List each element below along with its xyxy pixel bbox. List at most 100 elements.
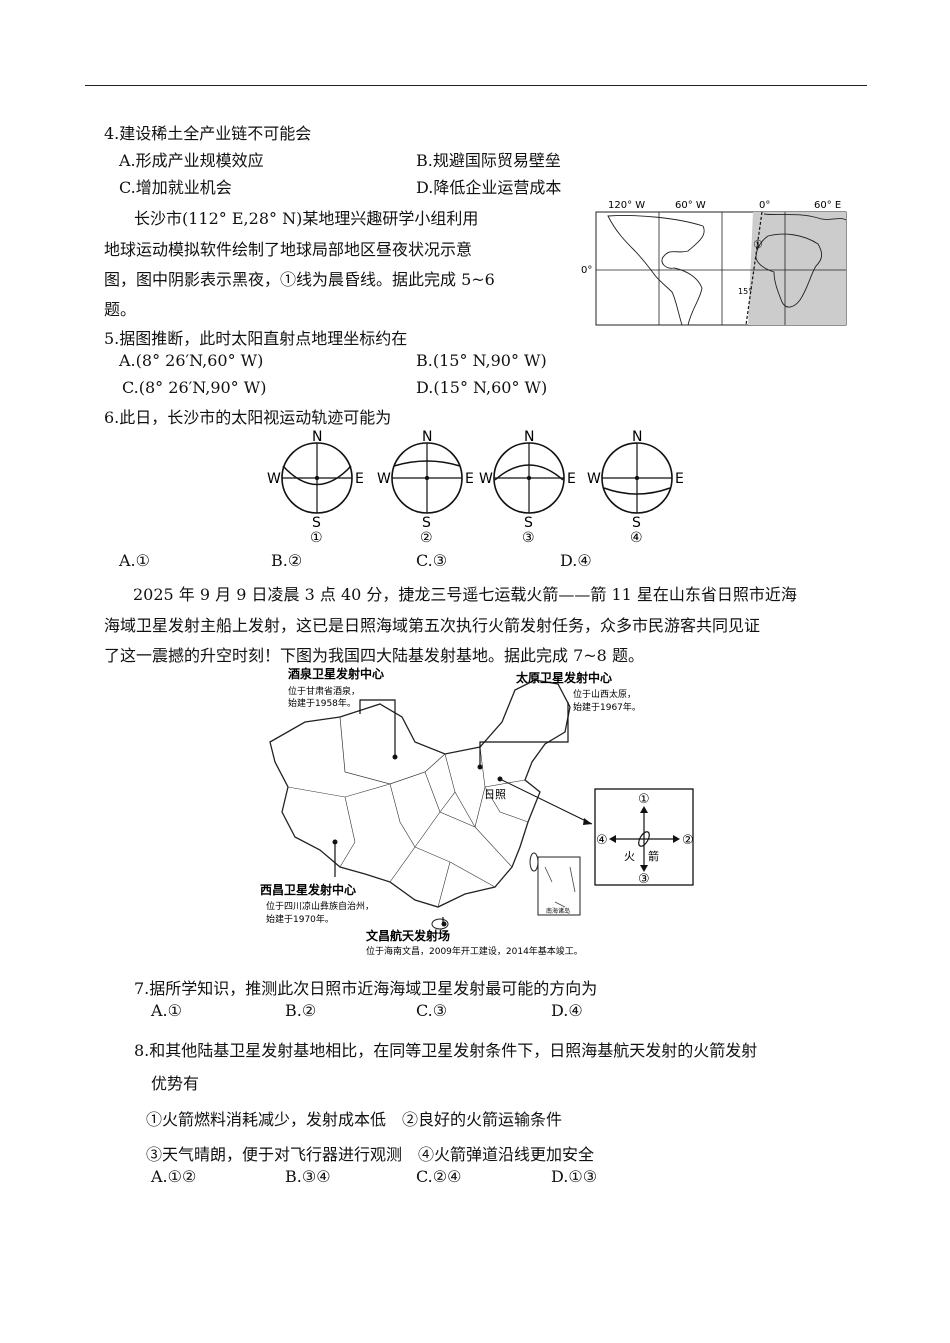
q8-statements-1: ①火箭燃料消耗减少，发射成本低 ②良好的火箭运输条件 bbox=[146, 1110, 563, 1129]
americas-outline bbox=[607, 215, 705, 326]
xichang-desc-1: 位于四川凉山彝族自治州， bbox=[266, 900, 374, 912]
china-launch-map: 南海诸岛 酒泉卫星发射中心 位于甘肃省酒泉， 始建于1958年。 太原卫星发射中… bbox=[260, 666, 694, 957]
dir-label-1: ① bbox=[638, 792, 650, 807]
intro56-line1: 长沙市(112° E,28° N)某地理兴趣研学小组利用 bbox=[134, 209, 479, 228]
south-china-sea-inset bbox=[537, 856, 581, 916]
sun-path-curve bbox=[393, 460, 461, 467]
sun-path-dial-2: N S W E ② bbox=[377, 429, 474, 544]
q4-option-d: D.降低企业运营成本 bbox=[416, 178, 562, 197]
dial-label-w: W bbox=[267, 471, 281, 487]
q7-option-d: D.④ bbox=[551, 1001, 583, 1020]
sun-path-dial-4: N S W E ④ bbox=[587, 429, 684, 544]
jiuquan-desc-1: 位于甘肃省酒泉， bbox=[288, 685, 360, 697]
dial-label-s: S bbox=[422, 515, 431, 531]
lat-label-0: 0° bbox=[581, 265, 592, 276]
q5-option-a: A.(8° 26′N,60° W) bbox=[119, 351, 264, 370]
taiyuan-leader bbox=[479, 702, 569, 767]
rizhao-pointer bbox=[501, 779, 593, 825]
q4-option-a: A.形成产业规模效应 bbox=[119, 151, 264, 170]
angle-label: 15° bbox=[738, 287, 752, 296]
dial-label-w: W bbox=[377, 471, 391, 487]
dial-label-s: S bbox=[524, 515, 533, 531]
jiuquan-leader bbox=[359, 699, 396, 757]
province-boundary bbox=[414, 786, 529, 908]
dial-label-n: N bbox=[524, 429, 534, 445]
q8-option-b: B.③④ bbox=[285, 1167, 331, 1186]
sun-path-diagrams: N S W E ① N S W E ② N S W E ③ N S bbox=[267, 429, 684, 544]
q4-stem: 4.建设稀土全产业链不可能会 bbox=[104, 124, 312, 143]
q5-option-d: D.(15° N,60° W) bbox=[416, 378, 548, 397]
q7-option-a: A.① bbox=[151, 1001, 182, 1020]
lon-label-60w: 60° W bbox=[675, 200, 706, 211]
q8-statements-2: ③天气晴朗，便于对飞行器进行观测 ④火箭弹道沿线更加安全 bbox=[146, 1145, 595, 1164]
dial-number: ④ bbox=[630, 530, 643, 544]
dial-label-e: E bbox=[675, 471, 684, 487]
hainan-island bbox=[431, 918, 449, 930]
intro78-line3: 了这一震撼的升空时刻！下图为我国四大陆基发射基地。据此完成 7~8 题。 bbox=[104, 646, 644, 665]
wenchang-desc: 位于海南文昌，2009年开工建设，2014年基本竣工。 bbox=[366, 945, 583, 957]
q8-option-a: A.①② bbox=[151, 1167, 197, 1186]
q5-option-c: C.(8° 26′N,90° W) bbox=[122, 378, 267, 397]
rizhao-site-dot bbox=[497, 776, 503, 782]
xichang-title: 西昌卫星发射中心 bbox=[260, 882, 356, 897]
dial-number: ③ bbox=[522, 530, 535, 544]
dial-label-e: E bbox=[355, 471, 364, 487]
dial-label-e: E bbox=[465, 471, 474, 487]
q5-stem: 5.据图推断，此时太阳直射点地理坐标约在 bbox=[104, 329, 408, 348]
sun-path-curve bbox=[603, 487, 671, 495]
terminator-marker: ① bbox=[753, 238, 763, 251]
dial-label-n: N bbox=[422, 429, 432, 445]
q6-stem: 6.此日，长沙市的太阳视运动轨迹可能为 bbox=[104, 408, 392, 427]
sun-path-dial-1: N S W E ① bbox=[267, 429, 364, 544]
q7-option-c: C.③ bbox=[416, 1001, 448, 1020]
q7-stem: 7.据所学知识，推测此次日照市近海海域卫星发射最可能的方向为 bbox=[134, 979, 598, 998]
taiwan-island bbox=[529, 852, 539, 872]
dial-label-n: N bbox=[632, 429, 642, 445]
rocket-label-1: 火 bbox=[624, 850, 635, 863]
china-outline bbox=[269, 679, 571, 908]
africa-outline bbox=[755, 233, 823, 308]
dial-label-w: W bbox=[479, 471, 493, 487]
q8-option-d: D.①③ bbox=[551, 1167, 598, 1186]
q6-option-a: A.① bbox=[119, 551, 150, 570]
q6-option-c: C.③ bbox=[416, 551, 448, 570]
intro78-line2: 海域卫星发射主船上发射，这已是日照海域第五次执行火箭发射任务，众多市民游客共同见… bbox=[104, 616, 761, 635]
q8-option-c: C.②④ bbox=[416, 1167, 462, 1186]
q7-option-b: B.② bbox=[285, 1001, 317, 1020]
rocket-label-2: 箭 bbox=[648, 849, 659, 863]
dial-label-s: S bbox=[632, 515, 641, 531]
dial-label-s: S bbox=[312, 515, 321, 531]
xichang-site-dot bbox=[332, 839, 338, 845]
night-shading bbox=[748, 212, 846, 325]
taiyuan-site-dot bbox=[477, 764, 483, 770]
dial-label-e: E bbox=[567, 471, 576, 487]
lon-label-60e: 60° E bbox=[814, 200, 841, 211]
q6-option-d: D.④ bbox=[560, 551, 592, 570]
wenchang-site-dot bbox=[441, 921, 447, 927]
taiyuan-title: 太原卫星发射中心 bbox=[516, 670, 612, 685]
q8-stem-line1: 8.和其他陆基卫星发射基地相比，在同等卫星发射条件下，日照海基航天发射的火箭发射 bbox=[134, 1041, 758, 1060]
dial-number: ① bbox=[310, 530, 323, 544]
world-daynight-map: 120° W 60° W 0° 60° E 0° 15° ① bbox=[581, 200, 847, 326]
inset-label: 南海诸岛 bbox=[546, 907, 570, 915]
dial-label-n: N bbox=[312, 429, 322, 445]
intro78-line1: 2025 年 9 月 9 日凌晨 3 点 40 分，捷龙三号遥七运载火箭——箭 … bbox=[133, 585, 797, 604]
q8-stem-line2: 优势有 bbox=[151, 1074, 200, 1093]
dir-label-2: ② bbox=[682, 833, 694, 848]
q4-option-b: B.规避国际贸易壁垒 bbox=[416, 151, 561, 170]
dial-label-w: W bbox=[587, 471, 601, 487]
sun-path-curve bbox=[282, 465, 352, 486]
sun-path-dial-3: N S W E ③ bbox=[479, 429, 576, 544]
q4-option-c: C.增加就业机会 bbox=[119, 178, 232, 197]
province-boundary bbox=[339, 716, 446, 785]
jiuquan-title: 酒泉卫星发射中心 bbox=[288, 666, 384, 681]
terminator-line bbox=[745, 211, 763, 326]
province-boundary bbox=[287, 746, 526, 883]
jiuquan-desc-2: 始建于1958年。 bbox=[288, 697, 356, 709]
q5-option-b: B.(15° N,90° W) bbox=[416, 351, 547, 370]
sun-path-curve bbox=[494, 464, 564, 481]
rizhao-label: 日照 bbox=[484, 788, 506, 801]
jiuquan-site-dot bbox=[392, 754, 398, 760]
eurasia-outline bbox=[763, 213, 847, 221]
lon-label-120w: 120° W bbox=[608, 200, 645, 211]
